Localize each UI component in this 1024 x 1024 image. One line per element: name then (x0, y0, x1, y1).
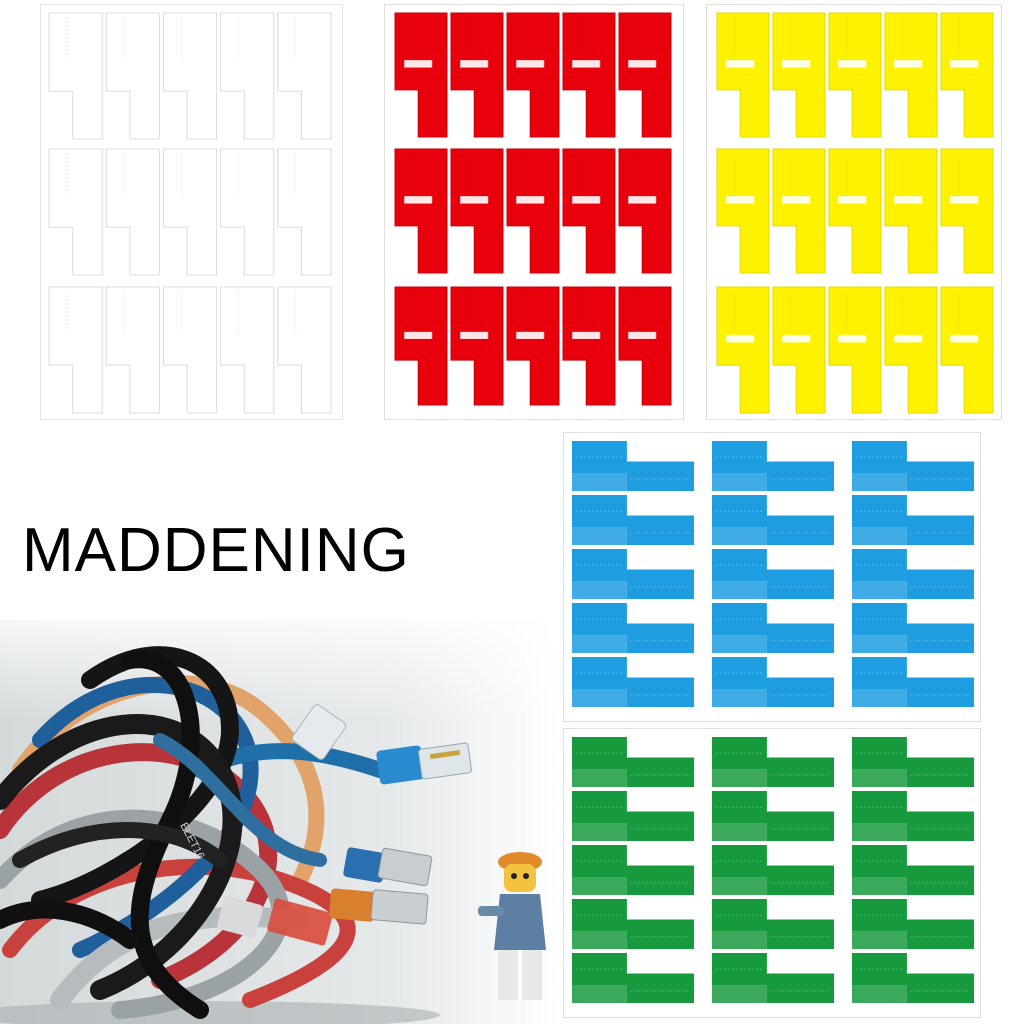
clear-rj45-connector (291, 704, 347, 760)
label-strip (716, 12, 770, 138)
label-strip (394, 12, 448, 138)
label-flag (712, 791, 834, 841)
label-flag (572, 791, 694, 841)
label-flag (852, 899, 974, 949)
label-strip (562, 286, 616, 406)
green-label-sheet (563, 728, 981, 1018)
label-strip (618, 148, 672, 274)
label-flag (852, 549, 974, 599)
label-strip (162, 12, 218, 140)
label-strip (162, 148, 218, 276)
label-flag (852, 441, 974, 491)
tangled-cables-photo: ELET16 (0, 620, 560, 1024)
label-strip (562, 12, 616, 138)
label-strip (828, 148, 882, 274)
label-flag (572, 441, 694, 491)
label-strip (828, 12, 882, 138)
label-strip (884, 148, 938, 274)
label-flag (712, 657, 834, 707)
label-strip (220, 12, 275, 140)
label-flag (712, 495, 834, 545)
label-flag (712, 737, 834, 787)
label-flag (712, 845, 834, 895)
blue-label-sheet (563, 432, 981, 722)
label-flag (712, 603, 834, 653)
label-flag (712, 549, 834, 599)
label-strip (220, 286, 275, 414)
label-strip (618, 12, 672, 138)
label-flag (852, 603, 974, 653)
blue-rj45-connector (376, 742, 472, 785)
label-strip (450, 148, 504, 274)
label-flag (712, 899, 834, 949)
label-strip (105, 286, 160, 414)
label-flag (572, 899, 694, 949)
label-strip (772, 12, 826, 138)
label-flag (572, 549, 694, 599)
label-strip (716, 148, 770, 274)
label-strip (105, 12, 160, 140)
label-strip (162, 286, 218, 414)
label-flag (852, 845, 974, 895)
label-strip (940, 286, 994, 414)
label-strip (772, 286, 826, 414)
label-strip (394, 148, 448, 274)
label-strip (48, 286, 103, 414)
label-strip (884, 286, 938, 414)
label-strip (220, 148, 275, 276)
label-strip (562, 148, 616, 274)
label-strip (940, 12, 994, 138)
white-label-sheet (40, 4, 343, 420)
label-strip (506, 148, 560, 274)
label-strip (450, 12, 504, 138)
label-flag (572, 953, 694, 1003)
label-strip (772, 148, 826, 274)
orange-rj45-connector (329, 888, 429, 925)
headline-text: MADDENING (22, 516, 410, 585)
red-label-sheet (384, 4, 684, 420)
label-flag (852, 495, 974, 545)
yellow-label-sheet (706, 4, 1002, 420)
label-strip (716, 286, 770, 414)
red-rj45-connector (217, 896, 333, 946)
label-strip (618, 286, 672, 406)
blue-rj45-connector-2 (343, 847, 433, 887)
label-strip (884, 12, 938, 138)
label-strip (506, 286, 560, 406)
label-flag (572, 845, 694, 895)
label-strip (506, 12, 560, 138)
label-strip (277, 12, 332, 140)
label-strip (394, 286, 448, 406)
label-flag (852, 791, 974, 841)
label-strip (277, 286, 332, 414)
label-strip (828, 286, 882, 414)
label-flag (572, 495, 694, 545)
label-flag (572, 603, 694, 653)
label-strip (450, 286, 504, 406)
label-strip (48, 148, 103, 276)
label-strip (940, 148, 994, 274)
label-flag (572, 657, 694, 707)
label-flag (852, 953, 974, 1003)
label-strip (105, 148, 160, 276)
label-strip (48, 12, 103, 140)
label-flag (852, 657, 974, 707)
label-flag (712, 441, 834, 491)
label-flag (572, 737, 694, 787)
label-flag (852, 737, 974, 787)
label-flag (712, 953, 834, 1003)
toy-worker-figure (478, 852, 546, 1000)
label-strip (277, 148, 332, 276)
